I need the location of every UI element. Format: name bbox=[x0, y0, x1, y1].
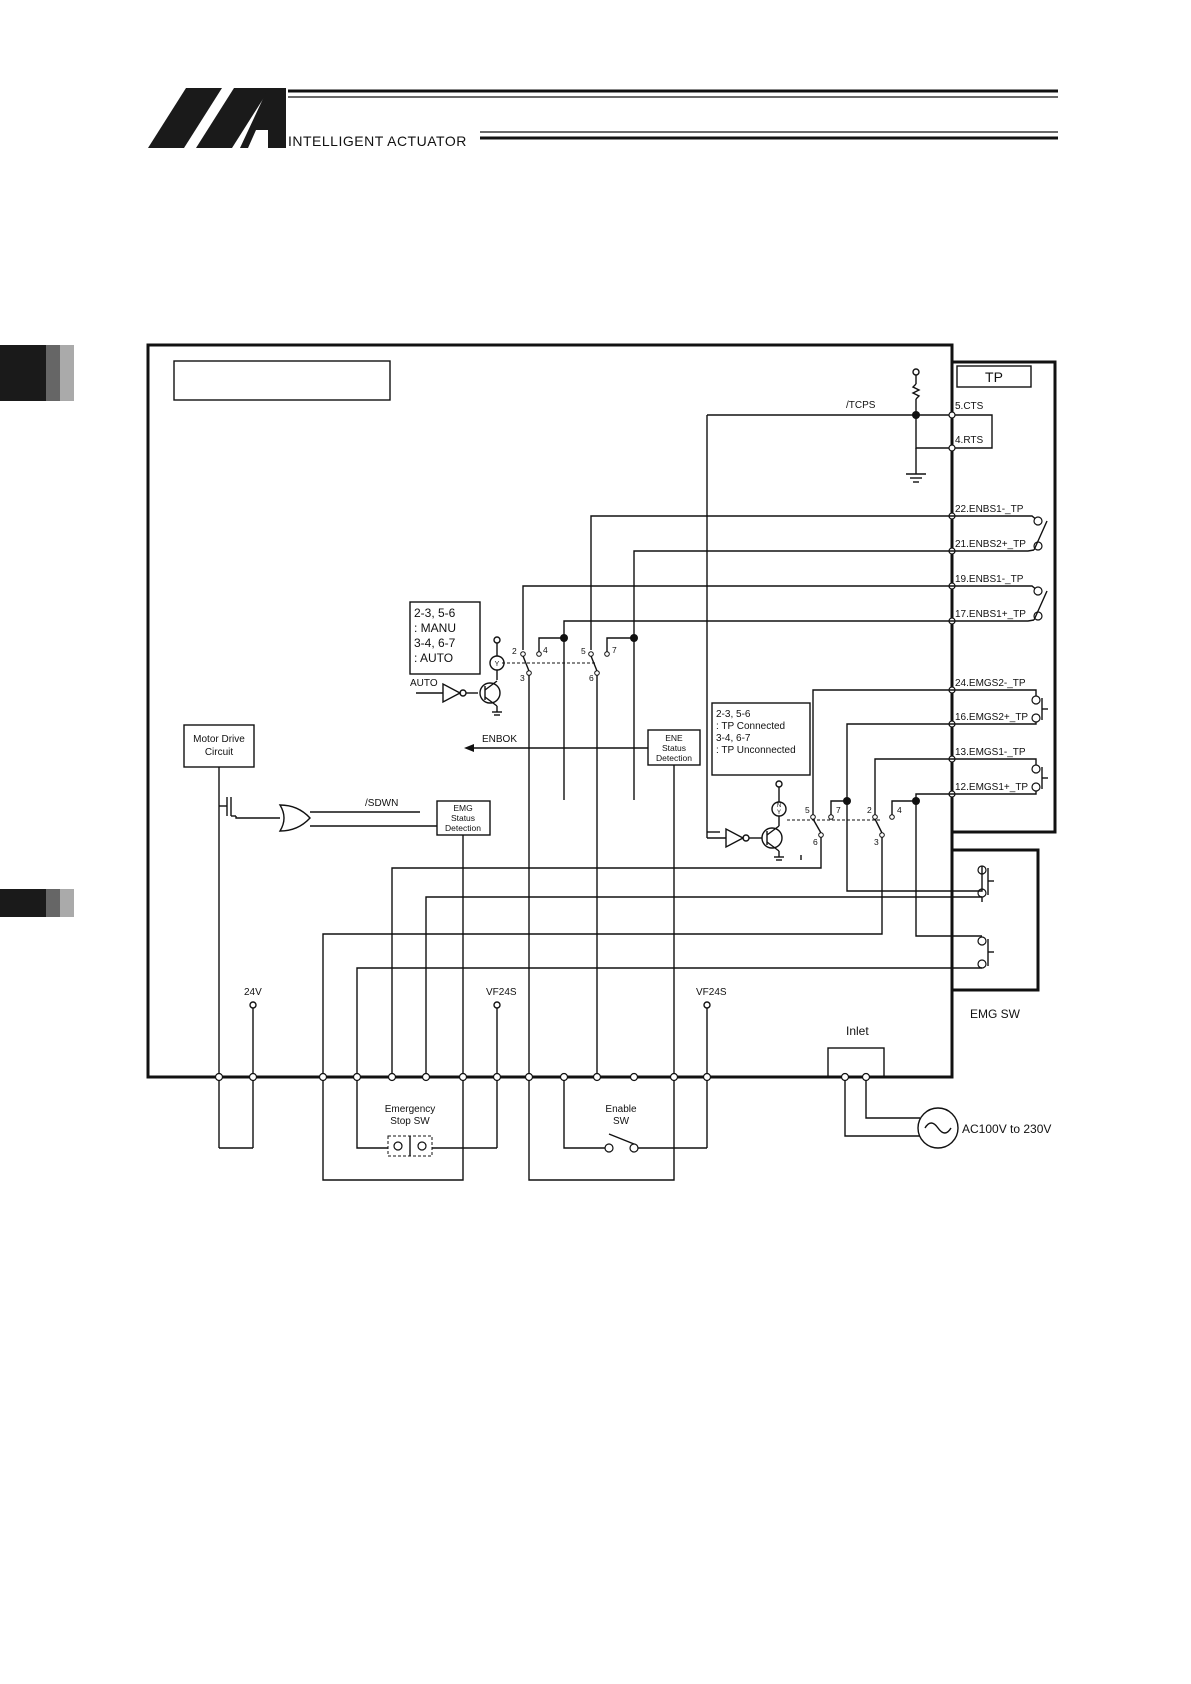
controller-box bbox=[146, 343, 954, 1079]
emg-sw-label: EMG SW bbox=[970, 1007, 1021, 1021]
emg-line-2: Status bbox=[451, 813, 475, 823]
tp-conn-line-4: : TP Unconnected bbox=[716, 745, 796, 756]
tp-pin-enbs1-17: 17.ENBS1+_TP bbox=[955, 609, 1026, 620]
controller-title-box bbox=[173, 360, 391, 401]
relay1-pin-3: 3 bbox=[520, 673, 525, 683]
mode-relay: 2 3 4 5 6 7 Y AUTO bbox=[410, 636, 635, 1077]
relay1-pin-5: 5 bbox=[581, 646, 586, 656]
mode-line-1: 2-3, 5-6 bbox=[414, 606, 456, 620]
relay2-pin-6: 6 bbox=[813, 837, 818, 847]
side-tab-top bbox=[0, 345, 74, 401]
emergency-stop-switch: Emergency Stop SW bbox=[385, 1104, 436, 1157]
relay1-pin-6: 6 bbox=[589, 673, 594, 683]
emg-line-1: EMG bbox=[453, 803, 472, 813]
tp-title: TP bbox=[985, 369, 1003, 385]
ene-line-1: ENE bbox=[665, 733, 683, 743]
external-wiring bbox=[219, 1077, 707, 1181]
tp-enable-switch-contacts bbox=[952, 515, 1048, 622]
enable-line-2: SW bbox=[613, 1116, 630, 1127]
tp-pin-emgs1-12: 12.EMGS1+_TP bbox=[955, 782, 1028, 793]
signal-24v: 24V bbox=[244, 987, 262, 998]
signal-auto: AUTO bbox=[410, 678, 438, 689]
motor-drive-block: Motor Drive Circuit /SDWN bbox=[183, 724, 437, 1148]
tp-pins: 5.CTS 4.RTS 22.ENBS1-_TP 21.ENBS2+_TP 19… bbox=[948, 401, 1028, 798]
logo-a bbox=[240, 88, 286, 148]
estop-line-1: Emergency bbox=[385, 1104, 436, 1115]
tp-pin-rts: 4.RTS bbox=[955, 435, 983, 446]
svg-text:Y: Y bbox=[495, 661, 500, 668]
ene-line-2: Status bbox=[662, 743, 686, 753]
signal-sdwn: /SDWN bbox=[365, 798, 398, 809]
svg-text:Y: Y bbox=[777, 810, 781, 816]
emg-line-3: Detection bbox=[445, 823, 481, 833]
ene-status-block: ENE Status Detection ENBOK bbox=[464, 729, 701, 1077]
logo-text: INTELLIGENT ACTUATOR bbox=[288, 133, 467, 149]
tp-pin-emgs2-16: 16.EMGS2+_TP bbox=[955, 712, 1028, 723]
tp-emg-switch-contacts bbox=[952, 689, 1048, 795]
emg-sw-contacts bbox=[977, 865, 994, 969]
emg-sw-box bbox=[952, 848, 1040, 992]
inlet-label: Inlet bbox=[846, 1024, 869, 1038]
relay2-pin-3: 3 bbox=[874, 837, 879, 847]
signal-enbok: ENBOK bbox=[482, 734, 517, 745]
tp-pin-enbs1-22: 22.ENBS1-_TP bbox=[955, 504, 1024, 515]
ene-line-3: Detection bbox=[656, 753, 692, 763]
motor-drive-line-1: Motor Drive bbox=[193, 734, 245, 745]
tp-relay: N Y 5 6 7 2 3 4 bbox=[322, 689, 983, 1077]
tp-conn-line-2: : TP Connected bbox=[716, 721, 785, 732]
signal-vf24s-1: VF24S bbox=[486, 987, 517, 998]
enable-wiring bbox=[522, 515, 952, 650]
inlet-block: Inlet AC100V to 230V bbox=[827, 1024, 1051, 1149]
ac-label: AC100V to 230V bbox=[962, 1122, 1051, 1136]
mode-line-3: 3-4, 6-7 bbox=[414, 636, 456, 650]
signal-vf24s-2: VF24S bbox=[696, 987, 727, 998]
mode-line-4: : AUTO bbox=[414, 651, 453, 665]
tp-conn-line-3: 3-4, 6-7 bbox=[716, 733, 751, 744]
tp-box bbox=[952, 360, 1057, 834]
relay1-pin-4: 4 bbox=[543, 645, 548, 655]
relay2-pin-5: 5 bbox=[805, 805, 810, 815]
tp-title-box bbox=[956, 365, 1032, 388]
relay2-pin-7: 7 bbox=[836, 805, 841, 815]
relay2-pin-2: 2 bbox=[867, 805, 872, 815]
mode-line-2: : MANU bbox=[414, 621, 456, 635]
motor-drive-line-2: Circuit bbox=[205, 747, 234, 758]
tp-pin-enbs2-21: 21.ENBS2+_TP bbox=[955, 539, 1026, 550]
relay2-pin-4: 4 bbox=[897, 805, 902, 815]
logo-slash-2 bbox=[196, 88, 270, 148]
bottom-terminals bbox=[214, 1072, 871, 1082]
side-tab-bottom bbox=[0, 889, 74, 917]
estop-line-2: Stop SW bbox=[390, 1116, 430, 1127]
ia-logo: INTELLIGENT ACTUATOR bbox=[148, 88, 1058, 149]
tp-connection-box: 2-3, 5-6 : TP Connected 3-4, 6-7 : TP Un… bbox=[711, 702, 811, 776]
mode-box: 2-3, 5-6 : MANU 3-4, 6-7 : AUTO bbox=[409, 601, 481, 675]
tp-pin-emgs1-13: 13.EMGS1-_TP bbox=[955, 747, 1026, 758]
logo-slash-1 bbox=[148, 88, 222, 148]
emg-status-block: EMG Status Detection bbox=[436, 800, 491, 1077]
enable-line-1: Enable bbox=[605, 1104, 637, 1115]
tp-conn-line-1: 2-3, 5-6 bbox=[716, 709, 751, 720]
svg-text:N: N bbox=[777, 803, 781, 809]
enable-switch: Enable SW bbox=[604, 1104, 639, 1153]
signal-tcps: /TCPS bbox=[846, 400, 876, 411]
tcps-circuit: /TCPS bbox=[706, 368, 993, 833]
tp-pin-enbs1-19: 19.ENBS1-_TP bbox=[955, 574, 1024, 585]
relay1-pin-7: 7 bbox=[612, 645, 617, 655]
tp-pin-emgs2-24: 24.EMGS2-_TP bbox=[955, 678, 1026, 689]
tp-pin-cts: 5.CTS bbox=[955, 401, 984, 412]
relay1-pin-2: 2 bbox=[512, 646, 517, 656]
supply-labels: 24V VF24S VF24S bbox=[244, 987, 727, 1148]
